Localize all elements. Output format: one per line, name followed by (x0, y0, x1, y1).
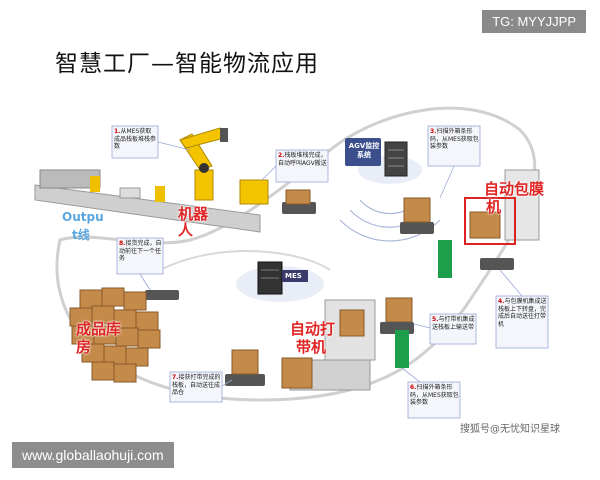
note-box-3 (427, 125, 481, 167)
strapping-machine (281, 297, 414, 391)
step-note-3: 3.扫描外箱条形码，从MES获取包装参数 (430, 128, 479, 150)
strapping-machine-label-2: 带机 (296, 338, 327, 356)
step-note-1: 1.从MES获取成品栈板堆栈参数 (114, 128, 157, 150)
step-note-5: 5.与打带机集成送栈板上输送带 (432, 316, 475, 331)
step-note-4: 4.与包膜机集成送栈板上下转盘，完成后自动送往打带机 (498, 298, 547, 328)
output-line-label-2: t线 (72, 228, 90, 242)
mes-system-label: MES (285, 272, 302, 280)
note-box-4 (495, 295, 549, 349)
wrapping-machine-label: 自动包膜 (484, 180, 545, 198)
note-box-2 (275, 149, 329, 183)
agv-label-box (345, 138, 381, 166)
agv-cart-icon-4 (145, 290, 179, 300)
note-box-5 (429, 313, 477, 345)
agv-cart-icon-3 (225, 349, 265, 386)
strapping-machine-label: 自动打 (290, 320, 336, 338)
note-box-1 (111, 125, 159, 159)
step-note-6: 6.扫描外箱条形码，从MES获取包装参数 (410, 384, 459, 406)
wrapping-machine-label-2: 机 (486, 198, 502, 216)
step-note-8: 8.接货完成，自动前往下一个任务 (119, 240, 162, 262)
page-title: 智慧工厂—智能物流应用 (55, 51, 319, 77)
note-box-6 (407, 381, 461, 419)
step-note-7: 7.接获打带完成的栈板，自动送往成品仓 (172, 374, 221, 396)
watermark-bottom: www.globallaohuji.com (12, 442, 174, 468)
mes-label-box (282, 270, 308, 282)
agv-cart-icon (282, 189, 316, 214)
production-line (34, 169, 261, 233)
step-note-2: 2.栈板堆栈完成，自动呼叫AGV搬送 (278, 152, 327, 167)
agv-system-label: AGV监控系统 (348, 142, 380, 159)
route-path-inner (159, 250, 331, 271)
note-box-7 (169, 371, 223, 403)
agv-server-icon (384, 141, 408, 177)
warehouse-box-stack (69, 287, 161, 383)
robot-label: 机器人 (178, 205, 209, 239)
source-watermark: 搜狐号@无忧知识星球 (460, 424, 560, 435)
robot-arm-icon (179, 127, 269, 205)
finished-goods-label-2: 房 (76, 338, 92, 356)
agv-cart-icon-2 (400, 197, 434, 234)
finished-goods-label: 成品库 (76, 320, 122, 338)
output-line-label: Outpu (62, 210, 104, 224)
watermark-top: TG: MYYJJPP (482, 10, 586, 33)
wrapping-machine (438, 169, 540, 278)
note-box-8 (116, 237, 164, 275)
